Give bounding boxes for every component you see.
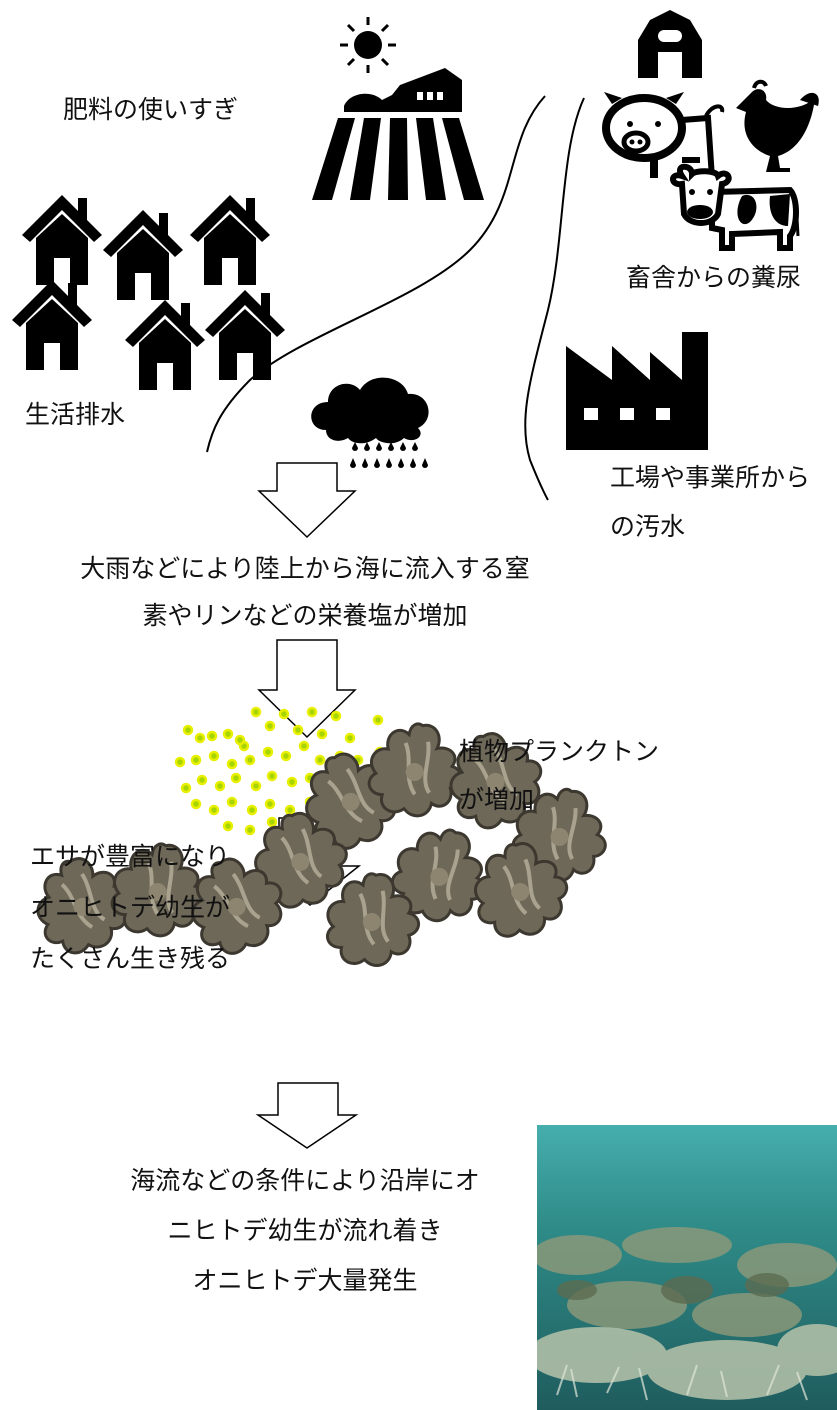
plankton-dot-icon — [246, 804, 258, 816]
plankton-dot-icon — [264, 720, 276, 732]
plankton-dot-icon — [284, 804, 296, 816]
plankton-dot-icon — [222, 728, 234, 740]
livestock-label: 畜舎からの糞尿 — [626, 263, 802, 292]
plankton-dot-icon — [344, 732, 356, 744]
cow-icon — [670, 163, 800, 251]
plankton-dot-icon — [372, 714, 384, 726]
plankton-label-line2: が増加 — [459, 785, 535, 814]
final-text-line2: ニヒトデ幼生が流れ着き — [167, 1216, 443, 1245]
plankton-dot-icon — [266, 770, 278, 782]
factory-label-line2: の汚水 — [610, 512, 686, 541]
plankton-dot-icon — [196, 774, 208, 786]
plankton-dot-icon — [222, 820, 234, 832]
plankton-dot-icon — [206, 730, 218, 742]
plankton-dot-icon — [234, 734, 246, 746]
household-label: 生活排水 — [25, 400, 126, 429]
plankton-dot-icon — [292, 724, 304, 736]
plankton-dot-icon — [190, 754, 202, 766]
plankton-dot-icon — [226, 758, 238, 770]
plankton-dot-icon — [306, 706, 318, 718]
plankton-dot-icon — [280, 750, 292, 762]
plankton-dot-icon — [250, 706, 262, 718]
final-text-line1: 海流などの条件により沿岸にオ — [130, 1166, 480, 1195]
plankton-dot-icon — [214, 780, 226, 792]
plankton-dot-icon — [194, 732, 206, 744]
down-arrow-icon — [257, 462, 357, 539]
plankton-dot-icon — [182, 724, 194, 736]
plankton-dot-icon — [174, 756, 186, 768]
step1-text-line1: 大雨などにより陸上から海に流入する窒 — [80, 554, 530, 583]
river-left-bank — [206, 95, 546, 453]
sun-icon — [340, 17, 396, 73]
pig-icon — [602, 92, 725, 181]
factory-label-line1: 工場や事業所から — [610, 463, 811, 492]
larvae-label-line2: オニヒトデ幼生が — [30, 893, 231, 922]
plankton-dot-icon — [250, 780, 262, 792]
house-icon — [12, 280, 92, 370]
house-icon — [125, 300, 205, 390]
house-icon — [205, 290, 285, 380]
plankton-dot-icon — [180, 782, 192, 794]
step1-text-line2: 素やリンなどの栄養塩が増加 — [142, 601, 468, 630]
coral-reef-photo — [537, 1125, 837, 1410]
plankton-dot-icon — [244, 824, 256, 836]
house-icon — [22, 195, 102, 285]
down-arrow-icon — [255, 1082, 359, 1149]
barn-icon — [638, 10, 702, 78]
plankton-label-line1: 植物プランクトン — [459, 737, 660, 766]
rooster-icon — [736, 79, 819, 172]
river-right-bank — [524, 97, 585, 501]
plankton-dot-icon — [208, 750, 220, 762]
plankton-dot-icon — [316, 728, 328, 740]
plankton-dot-icon — [244, 754, 256, 766]
plankton-dot-icon — [190, 798, 202, 810]
factory-icon — [566, 332, 708, 450]
fertilizer-label: 肥料の使いすぎ — [63, 95, 239, 124]
larvae-label-line3: たくさん生き残る — [30, 944, 231, 973]
final-text-line3: オニヒトデ大量発生 — [192, 1266, 418, 1295]
rain-cloud-icon — [311, 377, 429, 468]
plankton-dot-icon — [226, 796, 238, 808]
plankton-dot-icon — [208, 804, 220, 816]
plankton-dot-icon — [330, 710, 342, 722]
plankton-dot-icon — [286, 776, 298, 788]
larvae-label-line1: エサが豊富になり — [30, 842, 231, 871]
plankton-dot-icon — [278, 708, 290, 720]
plankton-dot-icon — [314, 754, 326, 766]
farm-field-icon — [312, 68, 484, 200]
plankton-dot-icon — [264, 798, 276, 810]
plankton-dot-icon — [230, 772, 242, 784]
plankton-dot-icon — [298, 740, 310, 752]
house-icon — [103, 210, 183, 300]
plankton-dot-icon — [266, 816, 278, 828]
house-icon — [190, 195, 270, 285]
plankton-dot-icon — [262, 746, 274, 758]
